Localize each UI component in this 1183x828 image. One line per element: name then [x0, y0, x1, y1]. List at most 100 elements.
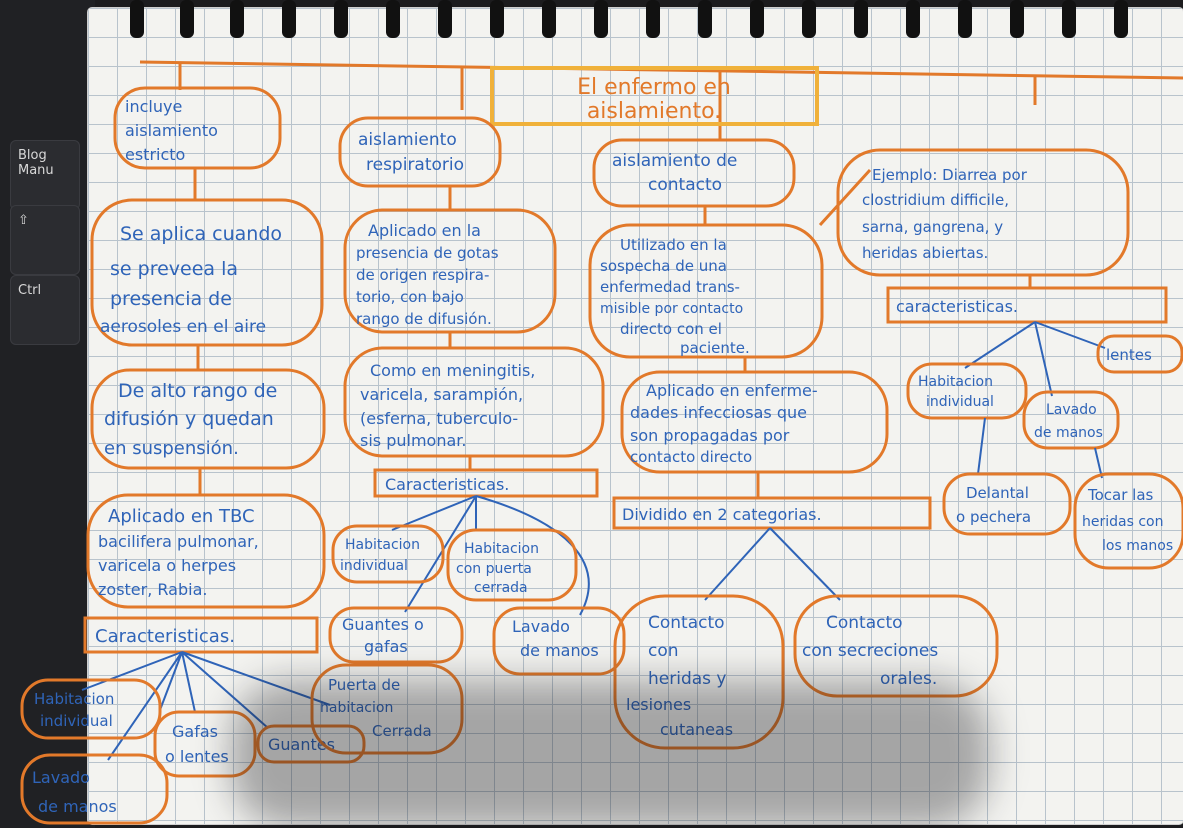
node-text: bacilifera pulmonar, — [98, 532, 259, 551]
node-text: respiratorio — [366, 155, 464, 175]
node-text: o lentes — [165, 747, 229, 766]
node-text: contacto — [648, 175, 722, 195]
node-text: Habitacion — [918, 374, 993, 390]
node-text: son propagadas por — [630, 426, 790, 445]
node-text: Habitacion — [345, 537, 420, 553]
node-text: Aplicado en enferme- — [646, 381, 818, 400]
node-text: habitacion — [320, 700, 393, 716]
key-label: ⇧ — [18, 213, 29, 228]
node-text: se preveea la — [110, 258, 238, 280]
node-text: de manos — [1034, 425, 1103, 441]
node-text: De alto rango de — [118, 380, 277, 402]
node-text: directo con el — [620, 320, 722, 338]
node-text: aerosoles en el aire — [100, 317, 266, 337]
node-text: gafas — [364, 637, 408, 656]
char-label: caracteristicas. — [896, 297, 1018, 316]
node-text: heridas con — [1082, 514, 1163, 530]
branch-ejemplo: Ejemplo: Diarrea por clostridium diffici… — [818, 148, 1183, 570]
node-text: de manos — [520, 641, 599, 660]
hand-shadow — [230, 680, 990, 828]
node-text: o pechera — [956, 508, 1031, 526]
node-text: incluye — [125, 97, 182, 116]
node-text: varicela o herpes — [98, 556, 236, 575]
title-line-2: aislamiento. — [587, 99, 721, 124]
node-text: sospecha de una — [600, 257, 727, 275]
node-text: lentes — [1106, 346, 1152, 364]
node-text: en suspensión. — [104, 438, 239, 459]
node-text: individual — [340, 558, 408, 574]
branch-contacto: aislamiento de contacto Utilizado en la … — [588, 138, 999, 750]
node-text: los manos — [1102, 538, 1173, 554]
node-text: Ejemplo: Diarrea por — [872, 166, 1028, 184]
node-text: Gafas — [172, 722, 218, 741]
title-box: El enfermo en aislamiento. — [490, 66, 819, 126]
node-text: con secreciones — [802, 641, 938, 661]
node-text: Aplicado en TBC — [108, 506, 255, 527]
node-text: Puerta de — [328, 676, 400, 694]
node-text: heridas y — [648, 669, 726, 689]
node-text: Contacto — [826, 613, 903, 633]
spiral-binding — [130, 0, 1128, 38]
branch-respiratorio: aislamiento respiratorio Aplicado en la … — [328, 116, 626, 676]
node-text: Habitacion — [34, 690, 114, 708]
node-text: sis pulmonar. — [360, 431, 466, 450]
node-text: enfermedad trans- — [600, 278, 740, 296]
node-text: Cerrada — [372, 722, 432, 740]
key-label: Ctrl — [18, 283, 42, 298]
node-text: de origen respira- — [356, 266, 489, 284]
node-text: aislamiento de — [612, 151, 737, 171]
node-text: lesiones — [626, 695, 691, 714]
node-text: varicela, sarampión, — [360, 385, 523, 404]
node-text: cutaneas — [660, 720, 733, 739]
node-text: Aplicado en la — [368, 221, 481, 240]
node-text: Delantal — [966, 484, 1029, 502]
node-text: Tocar las — [1087, 486, 1154, 504]
node-text: Lavado — [32, 768, 90, 787]
node-text: orales. — [880, 669, 937, 689]
node-text: torio, con bajo — [356, 288, 464, 306]
node-text: individual — [926, 394, 994, 410]
node-text: difusión y quedan — [104, 408, 274, 430]
key-shift: ⇧ — [10, 205, 80, 275]
key-label: Blog Manu — [18, 148, 54, 178]
branch-estricto: incluye aislamiento estricto Se aplica c… — [20, 86, 464, 825]
node-text: aislamiento — [125, 121, 218, 140]
node-text: rango de difusión. — [356, 310, 492, 328]
node-text: sarna, gangrena, y — [862, 218, 1003, 236]
node-text: Se aplica cuando — [120, 223, 282, 245]
title-line-1: El enfermo en — [577, 75, 731, 100]
key-ctrl: Ctrl — [10, 275, 80, 345]
node-text: zoster, Rabia. — [98, 580, 207, 599]
node-text: clostridium difficile, — [862, 191, 1009, 209]
node-text: Utilizado en la — [620, 236, 727, 254]
node-text: heridas abiertas. — [862, 244, 988, 262]
node-text: dades infecciosas que — [630, 403, 807, 422]
node-text: paciente. — [680, 339, 750, 357]
node-text: estricto — [125, 145, 185, 164]
node-text: Como en meningitis, — [370, 361, 535, 380]
laptop-keyboard-edge: Blog Manu ⇧ Ctrl — [0, 0, 95, 828]
node-text: Lavado — [512, 617, 570, 636]
node-text: con puerta — [456, 561, 532, 577]
node-text: (esferna, tuberculo- — [360, 409, 518, 428]
key-blog: Blog Manu — [10, 140, 80, 210]
char-label: Caracteristicas. — [95, 626, 235, 647]
node-text: misible por contacto — [600, 301, 743, 317]
notebook-page — [88, 8, 1183, 824]
node-text: Contacto — [648, 613, 725, 633]
node-text: con — [648, 641, 679, 661]
node-text: presencia de gotas — [356, 244, 499, 262]
node-text: individual — [40, 712, 113, 730]
node-text: Guantes o — [342, 615, 424, 634]
node-text: de manos — [38, 797, 117, 816]
char-label: Dividido en 2 categorias. — [622, 505, 822, 524]
node-text: contacto directo — [630, 448, 752, 466]
branch-drop-lines — [178, 62, 1037, 140]
node-text: aislamiento — [358, 130, 457, 150]
node-text: Lavado — [1046, 402, 1097, 418]
node-text: Habitacion — [464, 541, 539, 557]
char-label: Caracteristicas. — [385, 475, 509, 494]
node-text: cerrada — [474, 580, 528, 596]
